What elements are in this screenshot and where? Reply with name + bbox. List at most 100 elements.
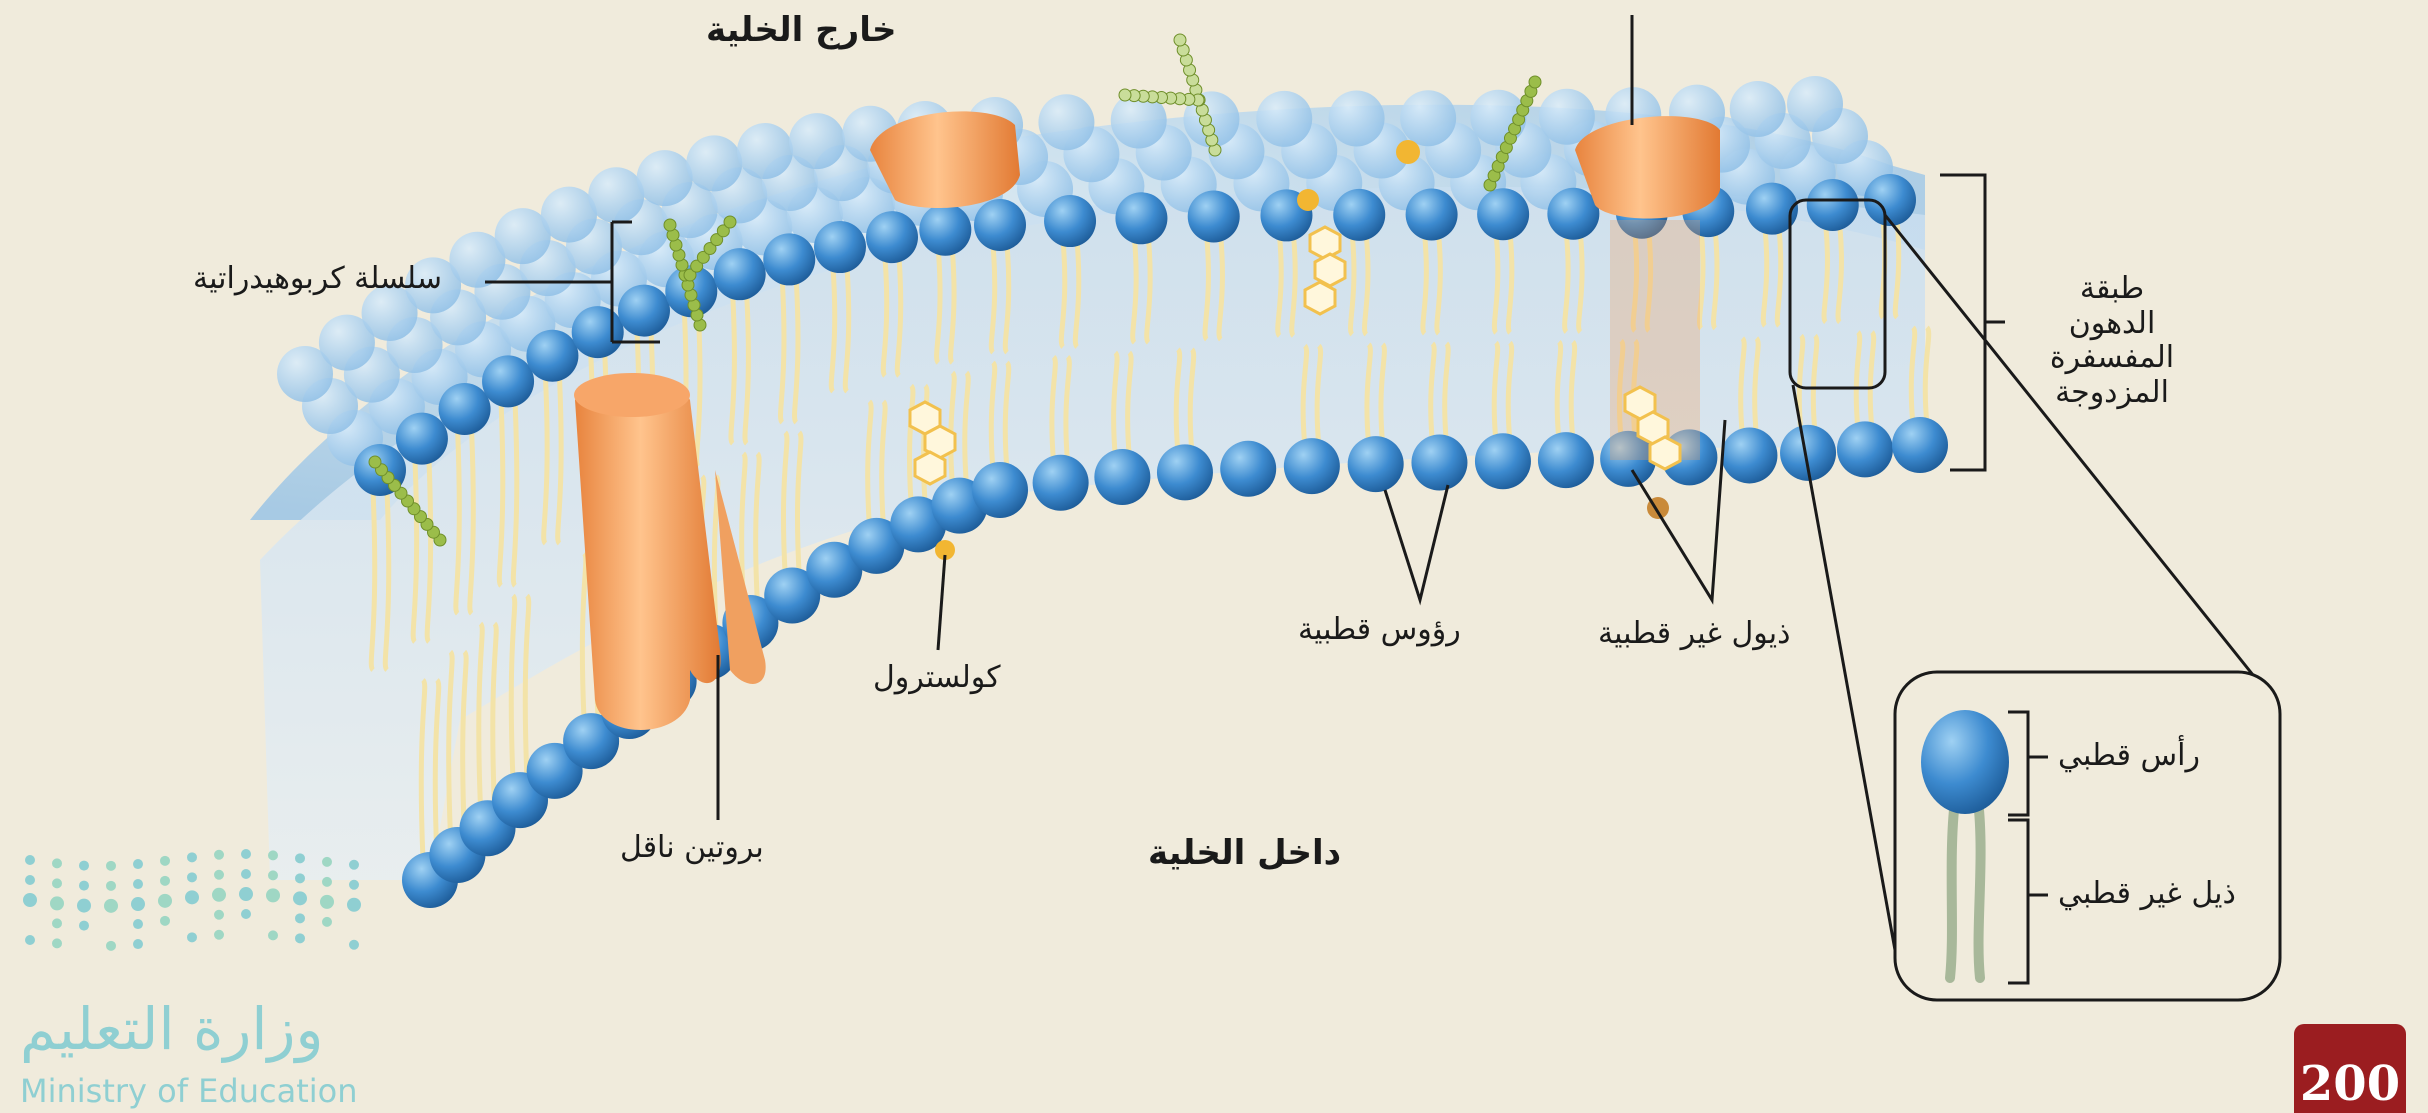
lipid-tail bbox=[1187, 347, 1197, 453]
logo-dot bbox=[295, 913, 305, 924]
logo-dot bbox=[214, 869, 224, 880]
lipid-tail bbox=[742, 294, 751, 446]
transport-protein bbox=[574, 373, 766, 730]
lipid-tail bbox=[792, 279, 801, 425]
lipid-tail bbox=[728, 294, 737, 446]
polar-head bbox=[438, 383, 491, 436]
polar-head bbox=[1156, 444, 1213, 501]
polar-head bbox=[1333, 188, 1386, 241]
lipid-tail bbox=[1202, 236, 1211, 342]
logo-dot bbox=[25, 935, 35, 945]
logo-dot bbox=[214, 929, 224, 940]
back-head bbox=[1787, 76, 1843, 132]
lipid-tail bbox=[418, 678, 428, 861]
lipid-tail bbox=[1364, 342, 1373, 445]
carbohydrate-bead bbox=[690, 259, 704, 273]
lipid-tail bbox=[368, 489, 378, 672]
page-number-badge: 200 bbox=[2294, 1024, 2406, 1113]
lipid-tail bbox=[541, 375, 550, 546]
polar-heads-label: رؤوس قطبية bbox=[1298, 612, 1461, 647]
lipid-tail bbox=[1216, 236, 1225, 342]
back-head bbox=[588, 167, 645, 224]
lipid-tail bbox=[1289, 235, 1298, 338]
carbohydrate-bead bbox=[723, 215, 737, 229]
logo-dot bbox=[349, 859, 359, 870]
lipid-tail bbox=[1144, 238, 1153, 345]
lipid-tail bbox=[467, 428, 476, 616]
lipid-tail bbox=[1760, 228, 1770, 328]
lipid-tail bbox=[1491, 340, 1501, 442]
back-head bbox=[686, 135, 743, 192]
polar-head bbox=[617, 284, 670, 337]
back-head bbox=[636, 150, 693, 207]
polar-head bbox=[764, 567, 821, 624]
lipid-tail bbox=[1908, 325, 1918, 426]
lipid-tail bbox=[988, 244, 998, 355]
lipid-tail bbox=[1314, 343, 1324, 447]
lipid-tail bbox=[880, 256, 890, 378]
lipid-tail bbox=[948, 370, 957, 486]
carbohydrate-bead bbox=[1173, 33, 1187, 47]
logo-dot bbox=[293, 891, 307, 906]
cholesterol-molecule-2 bbox=[1303, 225, 1347, 316]
lipid-tail bbox=[1058, 240, 1068, 349]
lipid-tail bbox=[1362, 234, 1371, 337]
lipid-tail bbox=[1491, 233, 1501, 335]
lipid-tail bbox=[962, 370, 971, 486]
lipid-tail bbox=[1892, 219, 1902, 320]
polar-head bbox=[482, 355, 535, 408]
logo-dot bbox=[131, 897, 145, 912]
ministry-logo-arabic: وزارة التعليم bbox=[20, 995, 324, 1063]
polar-head bbox=[1094, 448, 1151, 505]
polar-head bbox=[1892, 417, 1948, 473]
logo-dot bbox=[160, 875, 170, 886]
lipid-tail bbox=[1505, 233, 1515, 335]
logo-dot bbox=[187, 872, 197, 883]
polar-head bbox=[1836, 421, 1893, 478]
logo-dot bbox=[322, 876, 332, 887]
lipid-tail bbox=[1348, 234, 1357, 337]
lipid-tail bbox=[1810, 333, 1820, 434]
lipid-tail bbox=[879, 399, 888, 527]
logo-dot bbox=[25, 855, 35, 865]
lipid-tail bbox=[828, 266, 838, 394]
polar-head bbox=[806, 541, 863, 598]
polar-head bbox=[1347, 436, 1404, 493]
lipid-tail bbox=[739, 451, 748, 604]
lipid-tail bbox=[1049, 354, 1058, 463]
lipid-tail bbox=[1853, 330, 1863, 430]
polar-head bbox=[1746, 182, 1799, 235]
back-head bbox=[494, 208, 551, 265]
logo-dot bbox=[295, 873, 305, 884]
ministry-logo-english: Ministry of Education bbox=[20, 1072, 358, 1110]
lipid-tail bbox=[424, 458, 434, 644]
lipid-tail bbox=[1867, 330, 1877, 430]
lipid-tail bbox=[842, 266, 852, 394]
logo-dot bbox=[185, 890, 199, 905]
lipid-tail bbox=[1002, 360, 1012, 471]
lipid-tail bbox=[988, 360, 998, 471]
back-head bbox=[1038, 94, 1095, 151]
polar-head bbox=[713, 248, 766, 301]
inset-tail-bracket bbox=[2008, 818, 2048, 985]
polar-head bbox=[1411, 434, 1468, 491]
logo-dot bbox=[320, 894, 334, 909]
logo-dot bbox=[239, 887, 253, 902]
logo-dot bbox=[214, 909, 224, 920]
lipid-tail bbox=[496, 401, 506, 588]
lipid-tail bbox=[1616, 338, 1626, 440]
polar-head bbox=[919, 203, 972, 256]
polar-head bbox=[1547, 187, 1600, 240]
logo-dot bbox=[322, 916, 332, 927]
nonpolar-tails-leader bbox=[1630, 419, 1727, 605]
carbohydrate-bead bbox=[696, 250, 710, 264]
logo-dot bbox=[79, 880, 89, 891]
polar-head bbox=[1220, 440, 1277, 497]
logo-dot bbox=[106, 880, 116, 891]
back-head bbox=[405, 257, 462, 314]
polar-head bbox=[1115, 192, 1168, 245]
back-head bbox=[1538, 88, 1595, 145]
inset-phospholipid bbox=[1921, 710, 2009, 983]
polar-head bbox=[1780, 424, 1837, 481]
back-head bbox=[1729, 81, 1786, 138]
